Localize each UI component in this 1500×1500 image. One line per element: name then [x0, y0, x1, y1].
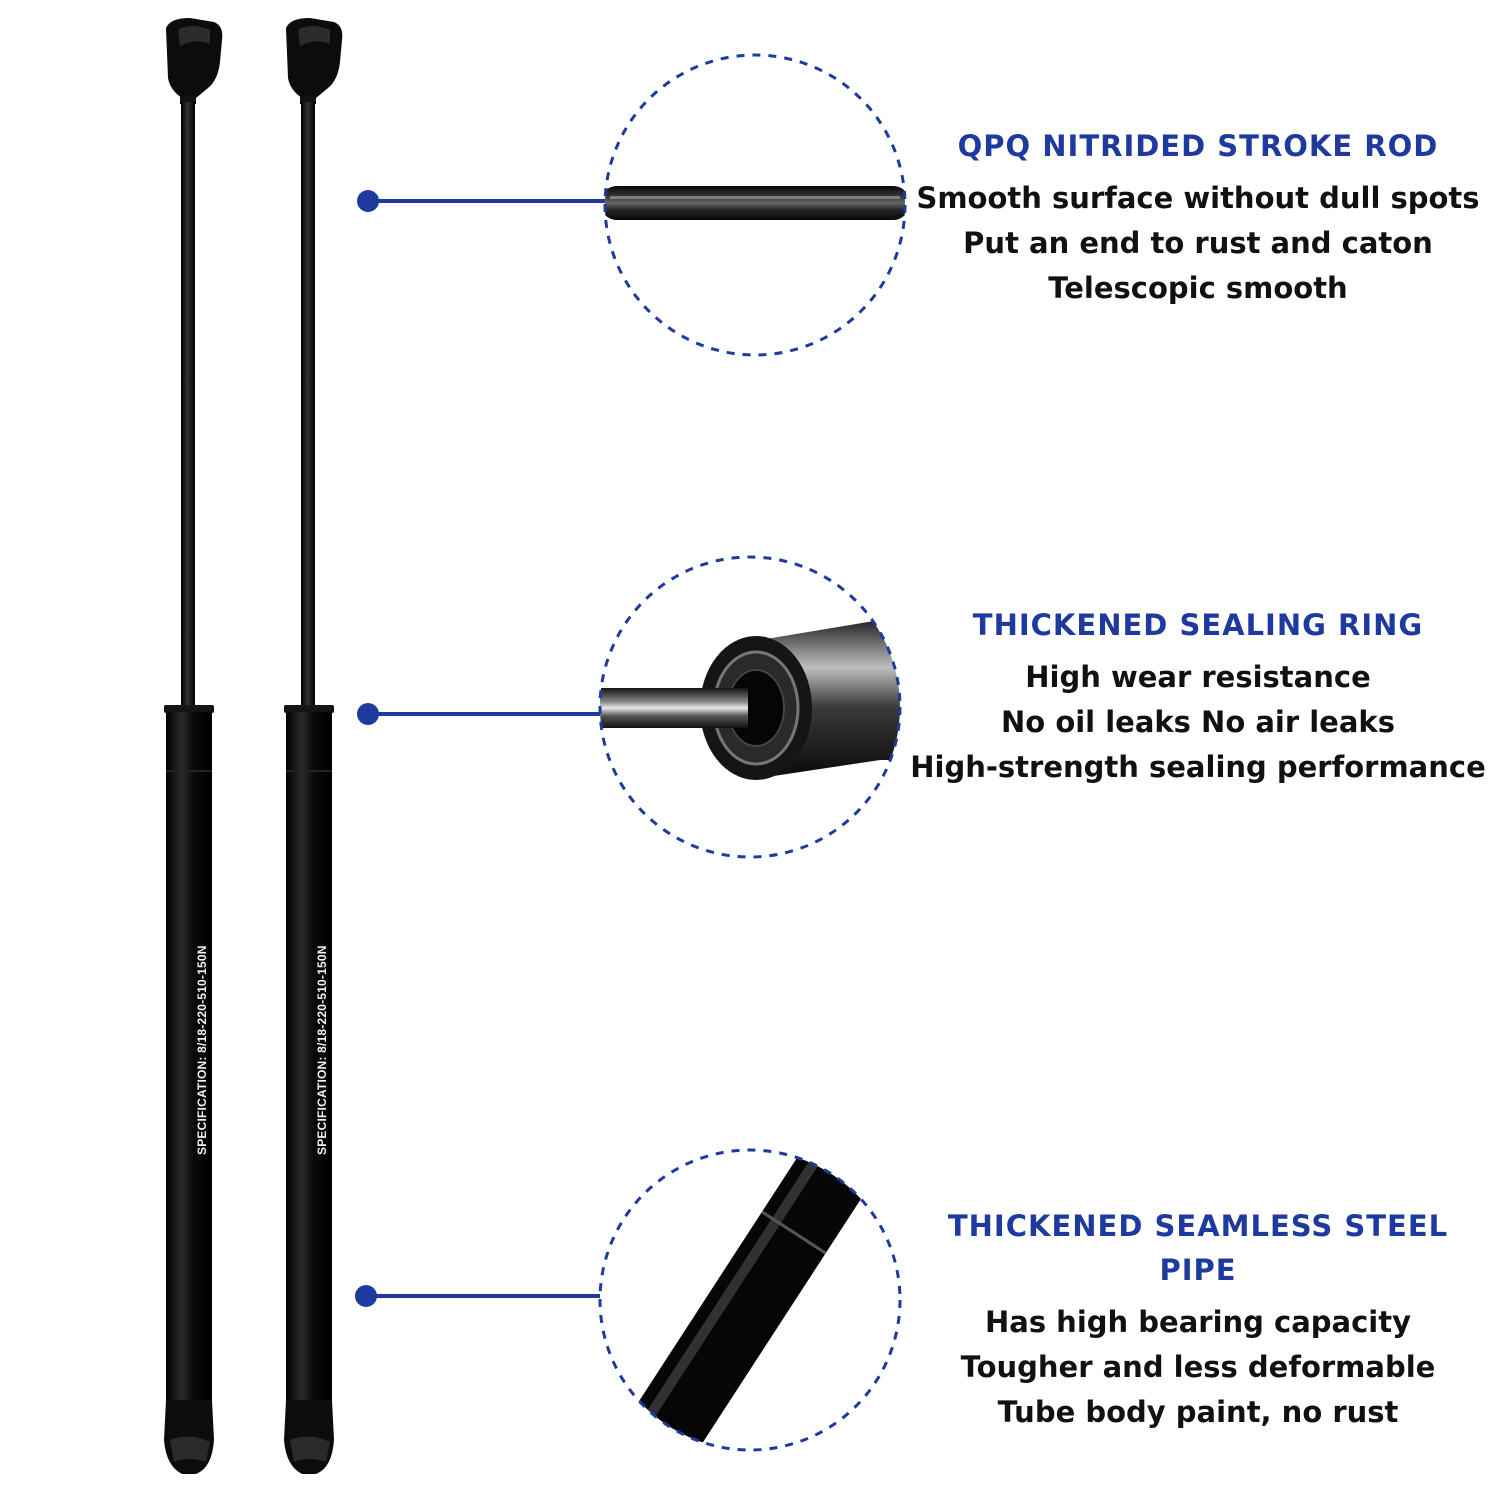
spec-label-left: SPECIFICATION: 8/18-220-510-150N	[195, 945, 209, 1155]
feature-line: Tube body paint, no rust	[997, 1395, 1399, 1429]
stroke-rod-closeup-icon	[603, 53, 907, 357]
spec-label-right: SPECIFICATION: 8/18-220-510-150N	[315, 945, 329, 1155]
feature-line: Smooth surface without dull spots	[916, 181, 1480, 215]
feature-sealing-ring: THICKENED SEALING RING High wear resista…	[908, 603, 1488, 790]
feature-stroke-rod: QPQ NITRIDED STROKE ROD Smooth surface w…	[908, 124, 1488, 311]
callout-pipe	[355, 1285, 600, 1307]
feature-title: THICKENED SEALING RING	[972, 608, 1424, 642]
feature-line: Telescopic smooth	[1048, 271, 1348, 305]
callout-seal	[357, 703, 600, 725]
gas-strut-left: SPECIFICATION: 8/18-220-510-150N	[164, 18, 223, 1474]
feature-title: QPQ NITRIDED STROKE ROD	[957, 129, 1439, 163]
feature-line: Put an end to rust and caton	[963, 226, 1433, 260]
steel-pipe-closeup-icon	[598, 1148, 902, 1452]
feature-line: High-strength sealing performance	[910, 750, 1486, 784]
feature-steel-pipe: THICKENED SEAMLESS STEEL PIPE Has high b…	[908, 1204, 1488, 1435]
feature-line: Has high bearing capacity	[984, 1305, 1411, 1339]
callout-rod	[357, 190, 606, 212]
sealing-ring-closeup-icon	[598, 555, 902, 859]
feature-title: THICKENED SEAMLESS STEEL PIPE	[947, 1209, 1449, 1287]
feature-line: High wear resistance	[1025, 660, 1371, 694]
feature-line: No oil leaks No air leaks	[1001, 705, 1395, 739]
gas-strut-right: SPECIFICATION: 8/18-220-510-150N	[284, 18, 343, 1474]
feature-line: Tougher and less deformable	[960, 1350, 1436, 1384]
